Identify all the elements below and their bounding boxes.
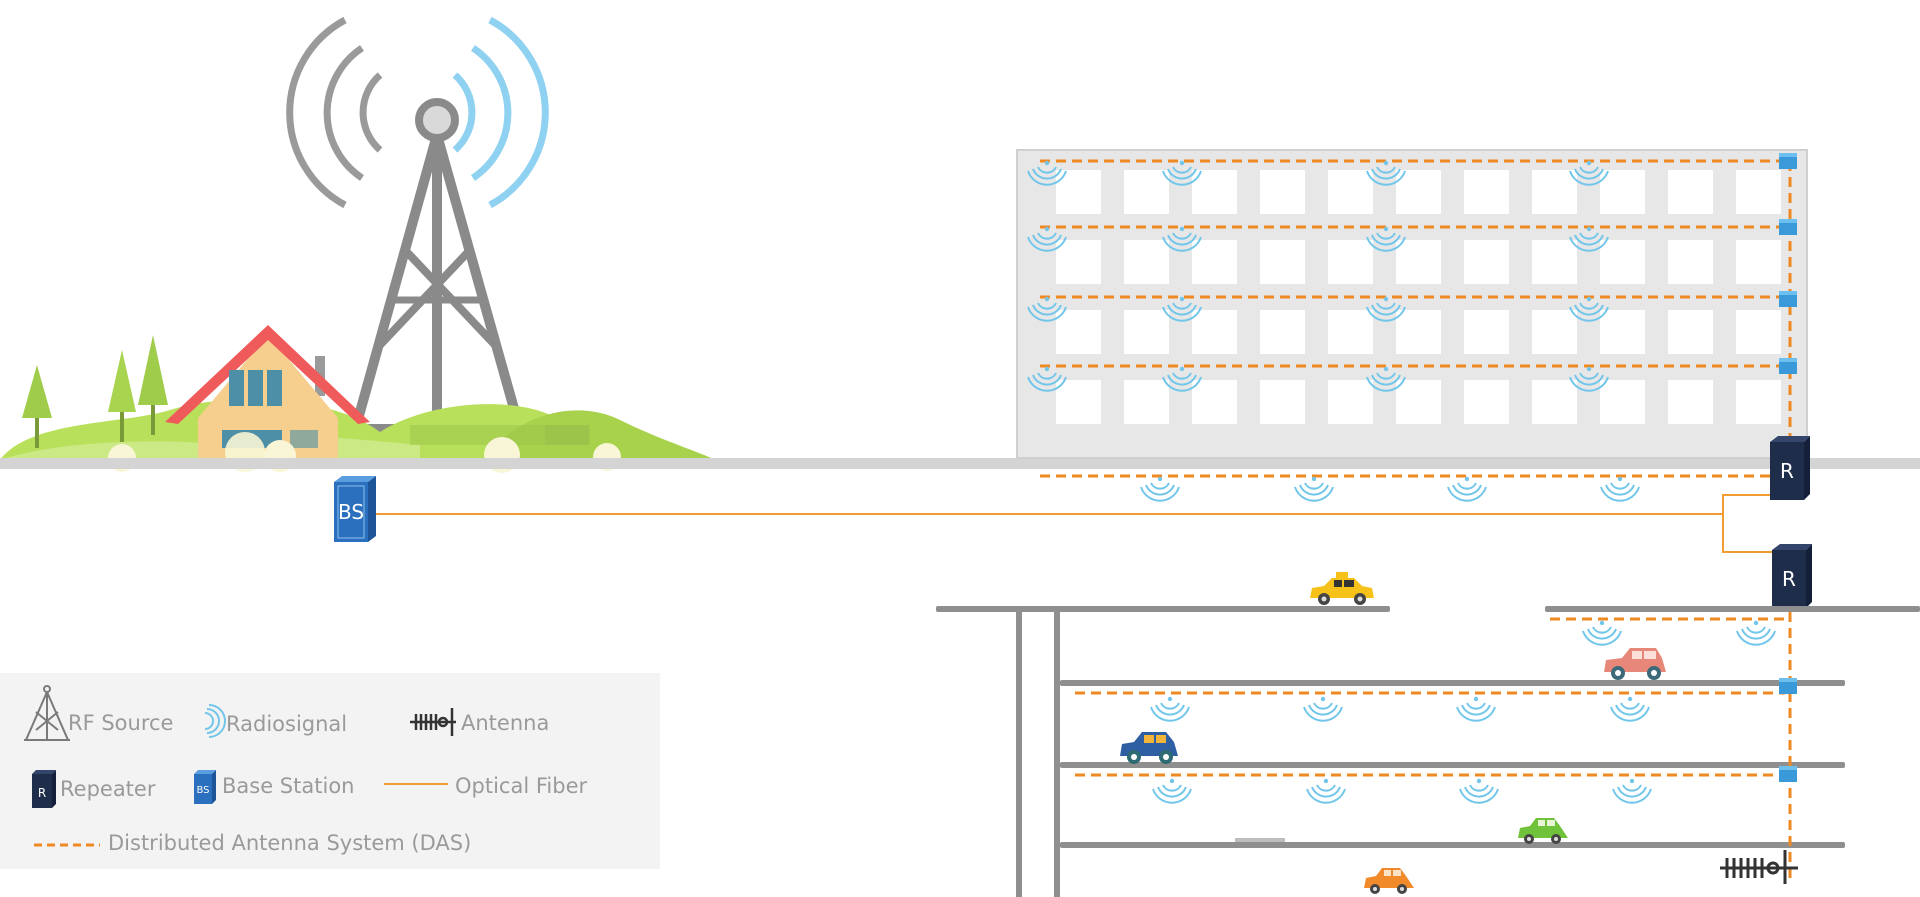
building-window bbox=[1124, 380, 1169, 424]
building-window bbox=[1668, 240, 1713, 284]
legend-label-antenna: Antenna bbox=[461, 711, 549, 735]
building-window bbox=[1532, 380, 1577, 424]
radiosignal-icon bbox=[1610, 695, 1650, 722]
base-station: BS bbox=[334, 476, 376, 542]
building-window bbox=[1124, 310, 1169, 354]
radiosignal-icon bbox=[1600, 475, 1640, 502]
building-window bbox=[1668, 380, 1713, 424]
radiosignal-icon bbox=[1152, 777, 1192, 804]
optical-fiber-links bbox=[376, 494, 1774, 553]
radiosignal-icon bbox=[1612, 777, 1652, 804]
building-window bbox=[1124, 170, 1169, 214]
legend-background bbox=[0, 673, 660, 869]
building-window bbox=[1600, 170, 1645, 214]
legend-label-radiosignal: Radiosignal bbox=[226, 712, 347, 736]
building-window bbox=[1396, 240, 1441, 284]
building-window bbox=[1600, 380, 1645, 424]
radiosignal-icon bbox=[1736, 619, 1776, 646]
orange-car bbox=[1364, 868, 1414, 894]
ground-line bbox=[0, 458, 1920, 469]
radiosignal-icon bbox=[1456, 695, 1496, 722]
rf-source-legend-icon bbox=[24, 685, 70, 741]
radiosignal-icon bbox=[1140, 475, 1180, 502]
tree bbox=[22, 365, 52, 448]
building-window bbox=[1192, 310, 1237, 354]
building-window bbox=[1464, 310, 1509, 354]
building-window bbox=[1532, 310, 1577, 354]
building-window bbox=[1328, 240, 1373, 284]
building-window bbox=[1464, 170, 1509, 214]
building-window bbox=[1260, 380, 1305, 424]
radiosignal-icon bbox=[1447, 475, 1487, 502]
building-window bbox=[1736, 170, 1781, 214]
repeater-legend-icon: R bbox=[32, 770, 56, 808]
garage-das-lines bbox=[1075, 612, 1792, 880]
building-window bbox=[1192, 240, 1237, 284]
radiosignal-legend-icon bbox=[204, 704, 226, 738]
legend-label-rf-source: RF Source bbox=[68, 711, 173, 735]
building-window bbox=[1328, 380, 1373, 424]
building-window bbox=[1736, 310, 1781, 354]
parking-garage bbox=[936, 606, 1920, 897]
rf-source-tower bbox=[286, 16, 549, 436]
building-window bbox=[1056, 380, 1101, 424]
building-window bbox=[1328, 170, 1373, 214]
radiosignal-icon bbox=[1306, 777, 1346, 804]
building-window bbox=[1600, 310, 1645, 354]
building-window bbox=[1736, 380, 1781, 424]
building-window bbox=[1056, 310, 1101, 354]
building-window bbox=[1328, 310, 1373, 354]
base-station-legend-icon: BS bbox=[194, 770, 216, 804]
radiosignal-icon bbox=[1150, 695, 1190, 722]
legend: RF Source Radiosignal Antenna R Repe bbox=[0, 673, 660, 869]
green-car bbox=[1518, 818, 1568, 844]
antenna-legend-icon bbox=[410, 708, 456, 736]
svg-text:R: R bbox=[38, 786, 46, 800]
building-das-lines bbox=[1040, 159, 1792, 478]
building-window bbox=[1532, 170, 1577, 214]
repeater-lower: R bbox=[1772, 544, 1812, 608]
legend-label-repeater: Repeater bbox=[60, 777, 156, 801]
building-window bbox=[1600, 240, 1645, 284]
radiosignal-icon bbox=[1294, 475, 1334, 502]
base-station-label: BS bbox=[338, 500, 364, 524]
repeater-label: R bbox=[1780, 459, 1794, 483]
building-window bbox=[1396, 380, 1441, 424]
radiosignal-icon bbox=[1582, 619, 1622, 646]
blue-car bbox=[1120, 732, 1178, 764]
svg-text:BS: BS bbox=[196, 785, 209, 796]
taxi-car bbox=[1310, 572, 1374, 605]
repeater-label: R bbox=[1782, 567, 1796, 591]
radiosignal-icon bbox=[1459, 777, 1499, 804]
building-window bbox=[1464, 380, 1509, 424]
building-window bbox=[1668, 170, 1713, 214]
garage-das-boxes bbox=[1779, 678, 1797, 782]
legend-label-base-station: Base Station bbox=[222, 774, 354, 798]
legend-label-das: Distributed Antenna System (DAS) bbox=[108, 831, 471, 855]
tree bbox=[108, 350, 136, 442]
building-window bbox=[1260, 310, 1305, 354]
repeater-upper: R bbox=[1770, 436, 1810, 500]
building-window bbox=[1124, 240, 1169, 284]
building-window bbox=[1192, 380, 1237, 424]
building-window bbox=[1532, 240, 1577, 284]
building-window bbox=[1056, 240, 1101, 284]
building-window bbox=[1396, 310, 1441, 354]
building-window bbox=[1260, 240, 1305, 284]
office-building bbox=[1016, 149, 1808, 459]
legend-label-optical-fiber: Optical Fiber bbox=[455, 774, 587, 798]
building-window bbox=[1464, 240, 1509, 284]
building-window bbox=[1260, 170, 1305, 214]
building-window bbox=[1668, 310, 1713, 354]
tree bbox=[138, 335, 168, 435]
building-window bbox=[1736, 240, 1781, 284]
radiosignal-icon bbox=[1303, 695, 1343, 722]
antenna-icon bbox=[1720, 850, 1798, 884]
pink-car bbox=[1604, 648, 1666, 680]
